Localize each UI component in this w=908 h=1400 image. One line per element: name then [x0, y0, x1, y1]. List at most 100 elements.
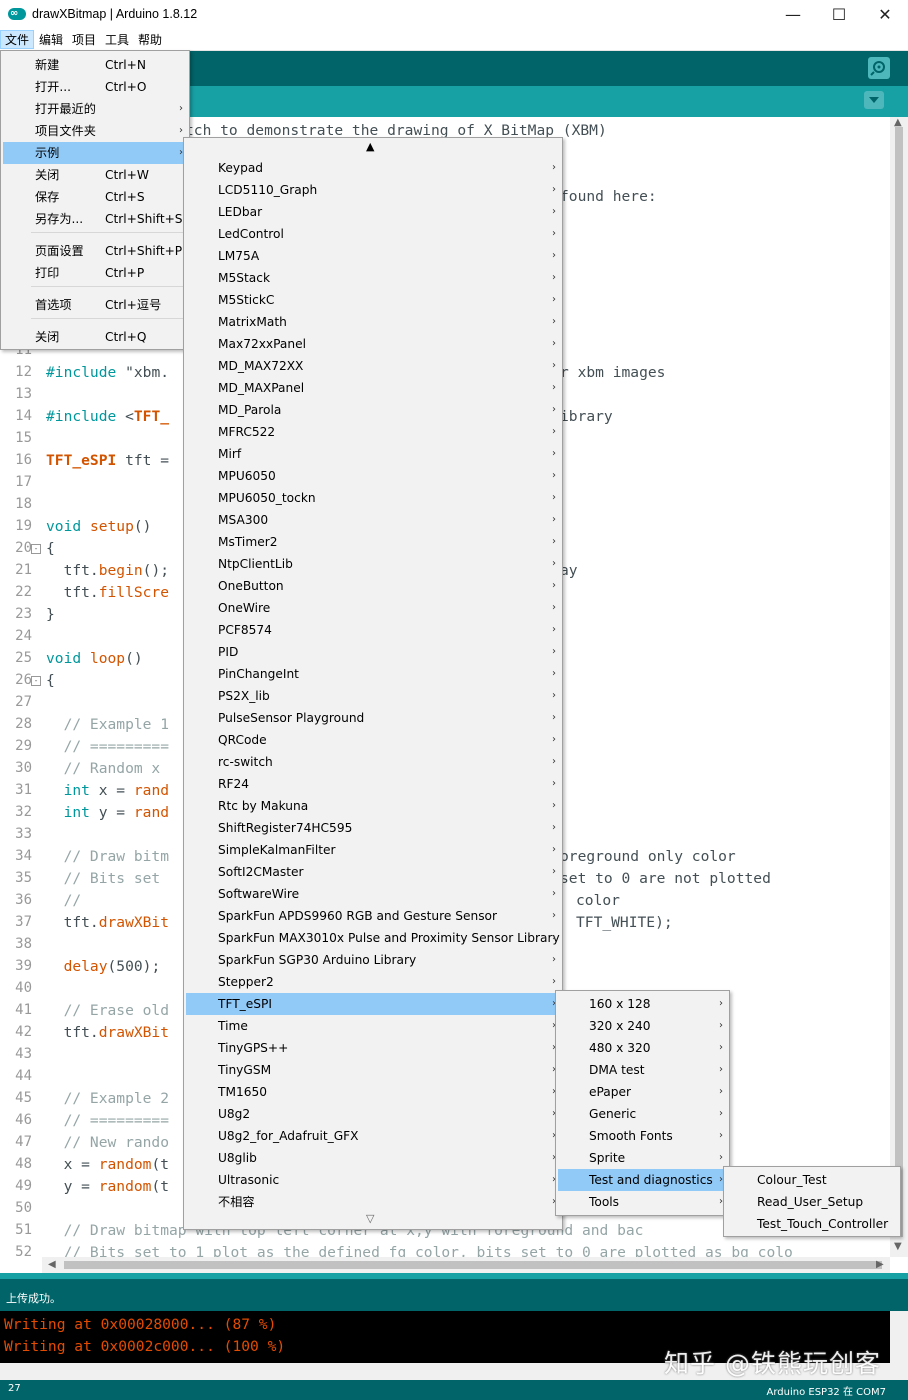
menu-help[interactable]: 帮助	[138, 33, 163, 47]
example-library-item[interactable]: Ultrasonic›	[186, 1169, 560, 1191]
example-library-item[interactable]: ShiftRegister74HC595›	[186, 817, 560, 839]
file-menu-item[interactable]: 另存为...Ctrl+Shift+S	[3, 208, 187, 230]
example-library-item[interactable]: MPU6050_tockn›	[186, 487, 560, 509]
example-library-item[interactable]: SparkFun SGP30 Arduino Library›	[186, 949, 560, 971]
scroll-left-icon[interactable]: ◀	[48, 1259, 56, 1270]
example-library-item[interactable]: MsTimer2›	[186, 531, 560, 553]
file-menu-item[interactable]: 项目文件夹›	[3, 120, 187, 142]
file-menu-item[interactable]: 示例›	[3, 142, 187, 164]
example-library-item[interactable]: PS2X_lib›	[186, 685, 560, 707]
example-library-item[interactable]: MFRC522›	[186, 421, 560, 443]
example-library-item[interactable]: TM1650›	[186, 1081, 560, 1103]
example-library-item[interactable]: MatrixMath›	[186, 311, 560, 333]
scroll-down-arrow-icon[interactable]: ▽	[366, 1212, 375, 1225]
example-library-item[interactable]: PulseSensor Playground›	[186, 707, 560, 729]
example-library-item[interactable]: MPU6050›	[186, 465, 560, 487]
close-button[interactable]: ✕	[878, 5, 892, 24]
example-library-item[interactable]: M5StickC›	[186, 289, 560, 311]
example-library-item[interactable]: M5Stack›	[186, 267, 560, 289]
diagnostic-sketch-item[interactable]: Read_User_Setup	[726, 1191, 898, 1213]
example-library-item[interactable]: Rtc by Makuna›	[186, 795, 560, 817]
example-library-item[interactable]: Mirf›	[186, 443, 560, 465]
tab-menu-button[interactable]	[864, 91, 884, 109]
scroll-right-icon[interactable]: ▶	[876, 1259, 884, 1270]
example-library-item[interactable]: U8glib›	[186, 1147, 560, 1169]
example-library-item[interactable]: LedControl›	[186, 223, 560, 245]
minimize-button[interactable]: —	[785, 5, 801, 24]
serial-monitor-button[interactable]	[868, 57, 890, 79]
diagnostic-sketch-item[interactable]: Colour_Test	[726, 1169, 898, 1191]
example-library-item[interactable]: Stepper2›	[186, 971, 560, 993]
editor-horizontal-scrollbar[interactable]: ◀ ▶	[42, 1257, 890, 1273]
code-fragment: r xbm images	[560, 364, 666, 381]
menu-tools[interactable]: 工具	[105, 33, 130, 47]
tft-example-folder-item[interactable]: 320 x 240›	[558, 1015, 727, 1037]
file-menu-item[interactable]: 打开...Ctrl+O	[3, 76, 187, 98]
scroll-up-arrow-icon[interactable]: ▲	[366, 140, 375, 153]
example-library-item[interactable]: SparkFun MAX3010x Pulse and Proximity Se…	[186, 927, 560, 949]
console-horizontal-scrollbar[interactable]	[0, 1363, 908, 1380]
maximize-button[interactable]: ☐	[831, 5, 847, 24]
diagnostic-sketch-item[interactable]: Test_Touch_Controller	[726, 1213, 898, 1235]
example-library-item[interactable]: U8g2_for_Adafruit_GFX›	[186, 1125, 560, 1147]
example-library-item[interactable]: MD_Parola›	[186, 399, 560, 421]
scrollbar-thumb[interactable]	[895, 127, 903, 1237]
example-library-item[interactable]: OneButton›	[186, 575, 560, 597]
scroll-down-icon[interactable]: ▼	[894, 1241, 902, 1252]
tft-example-folder-item[interactable]: Generic›	[558, 1103, 727, 1125]
tft-example-folder-item[interactable]: Sprite›	[558, 1147, 727, 1169]
code-line: tft.fillScre	[46, 584, 170, 601]
example-library-item[interactable]: MD_MAXPanel›	[186, 377, 560, 399]
tft-example-folder-item[interactable]: 480 x 320›	[558, 1037, 727, 1059]
tft-example-folder-item[interactable]: ePaper›	[558, 1081, 727, 1103]
menu-item-label: MatrixMath	[218, 315, 287, 329]
tft-example-folder-item[interactable]: 160 x 128›	[558, 993, 727, 1015]
example-library-item[interactable]: MD_MAX72XX›	[186, 355, 560, 377]
example-library-item[interactable]: TinyGSM›	[186, 1059, 560, 1081]
scroll-up-icon[interactable]: ▲	[894, 117, 902, 128]
menu-sketch[interactable]: 项目	[72, 33, 97, 47]
example-library-item[interactable]: LM75A›	[186, 245, 560, 267]
example-library-item[interactable]: NtpClientLib›	[186, 553, 560, 575]
tft-example-folder-item[interactable]: Smooth Fonts›	[558, 1125, 727, 1147]
example-library-item[interactable]: PID›	[186, 641, 560, 663]
example-library-item[interactable]: U8g2›	[186, 1103, 560, 1125]
example-library-item[interactable]: TFT_eSPI›	[186, 993, 560, 1015]
example-library-item[interactable]: LCD5110_Graph›	[186, 179, 560, 201]
example-library-item[interactable]: Keypad›	[186, 157, 560, 179]
editor-vertical-scrollbar[interactable]: ▲ ▼	[890, 117, 908, 1257]
example-library-item[interactable]: SoftI2CMaster›	[186, 861, 560, 883]
example-library-item[interactable]: RF24›	[186, 773, 560, 795]
example-library-item[interactable]: rc-switch›	[186, 751, 560, 773]
tft-example-folder-item[interactable]: DMA test›	[558, 1059, 727, 1081]
example-library-item[interactable]: SoftwareWire›	[186, 883, 560, 905]
fold-toggle-icon[interactable]: -	[31, 676, 41, 686]
example-library-item[interactable]: OneWire›	[186, 597, 560, 619]
menu-file[interactable]: 文件	[0, 30, 35, 49]
tft-example-folder-item[interactable]: Tools›	[558, 1191, 727, 1213]
example-library-item[interactable]: PinChangeInt›	[186, 663, 560, 685]
example-library-item[interactable]: 不相容›	[186, 1191, 560, 1213]
fold-toggle-icon[interactable]: -	[31, 544, 41, 554]
example-library-item[interactable]: SimpleKalmanFilter›	[186, 839, 560, 861]
example-library-item[interactable]: QRCode›	[186, 729, 560, 751]
scrollbar-thumb[interactable]	[64, 1261, 882, 1269]
console-vertical-scrollbar[interactable]	[890, 1311, 908, 1363]
example-library-item[interactable]: LEDbar›	[186, 201, 560, 223]
file-menu-item[interactable]: 打开最近的›	[3, 98, 187, 120]
example-library-item[interactable]: Time›	[186, 1015, 560, 1037]
example-library-item[interactable]: MSA300›	[186, 509, 560, 531]
example-library-item[interactable]: TinyGPS++›	[186, 1037, 560, 1059]
menu-edit[interactable]: 编辑	[39, 33, 64, 47]
example-library-item[interactable]: Max72xxPanel›	[186, 333, 560, 355]
tft-example-folder-item[interactable]: Test and diagnostics›	[558, 1169, 727, 1191]
example-library-item[interactable]: SparkFun APDS9960 RGB and Gesture Sensor…	[186, 905, 560, 927]
example-library-item[interactable]: PCF8574›	[186, 619, 560, 641]
